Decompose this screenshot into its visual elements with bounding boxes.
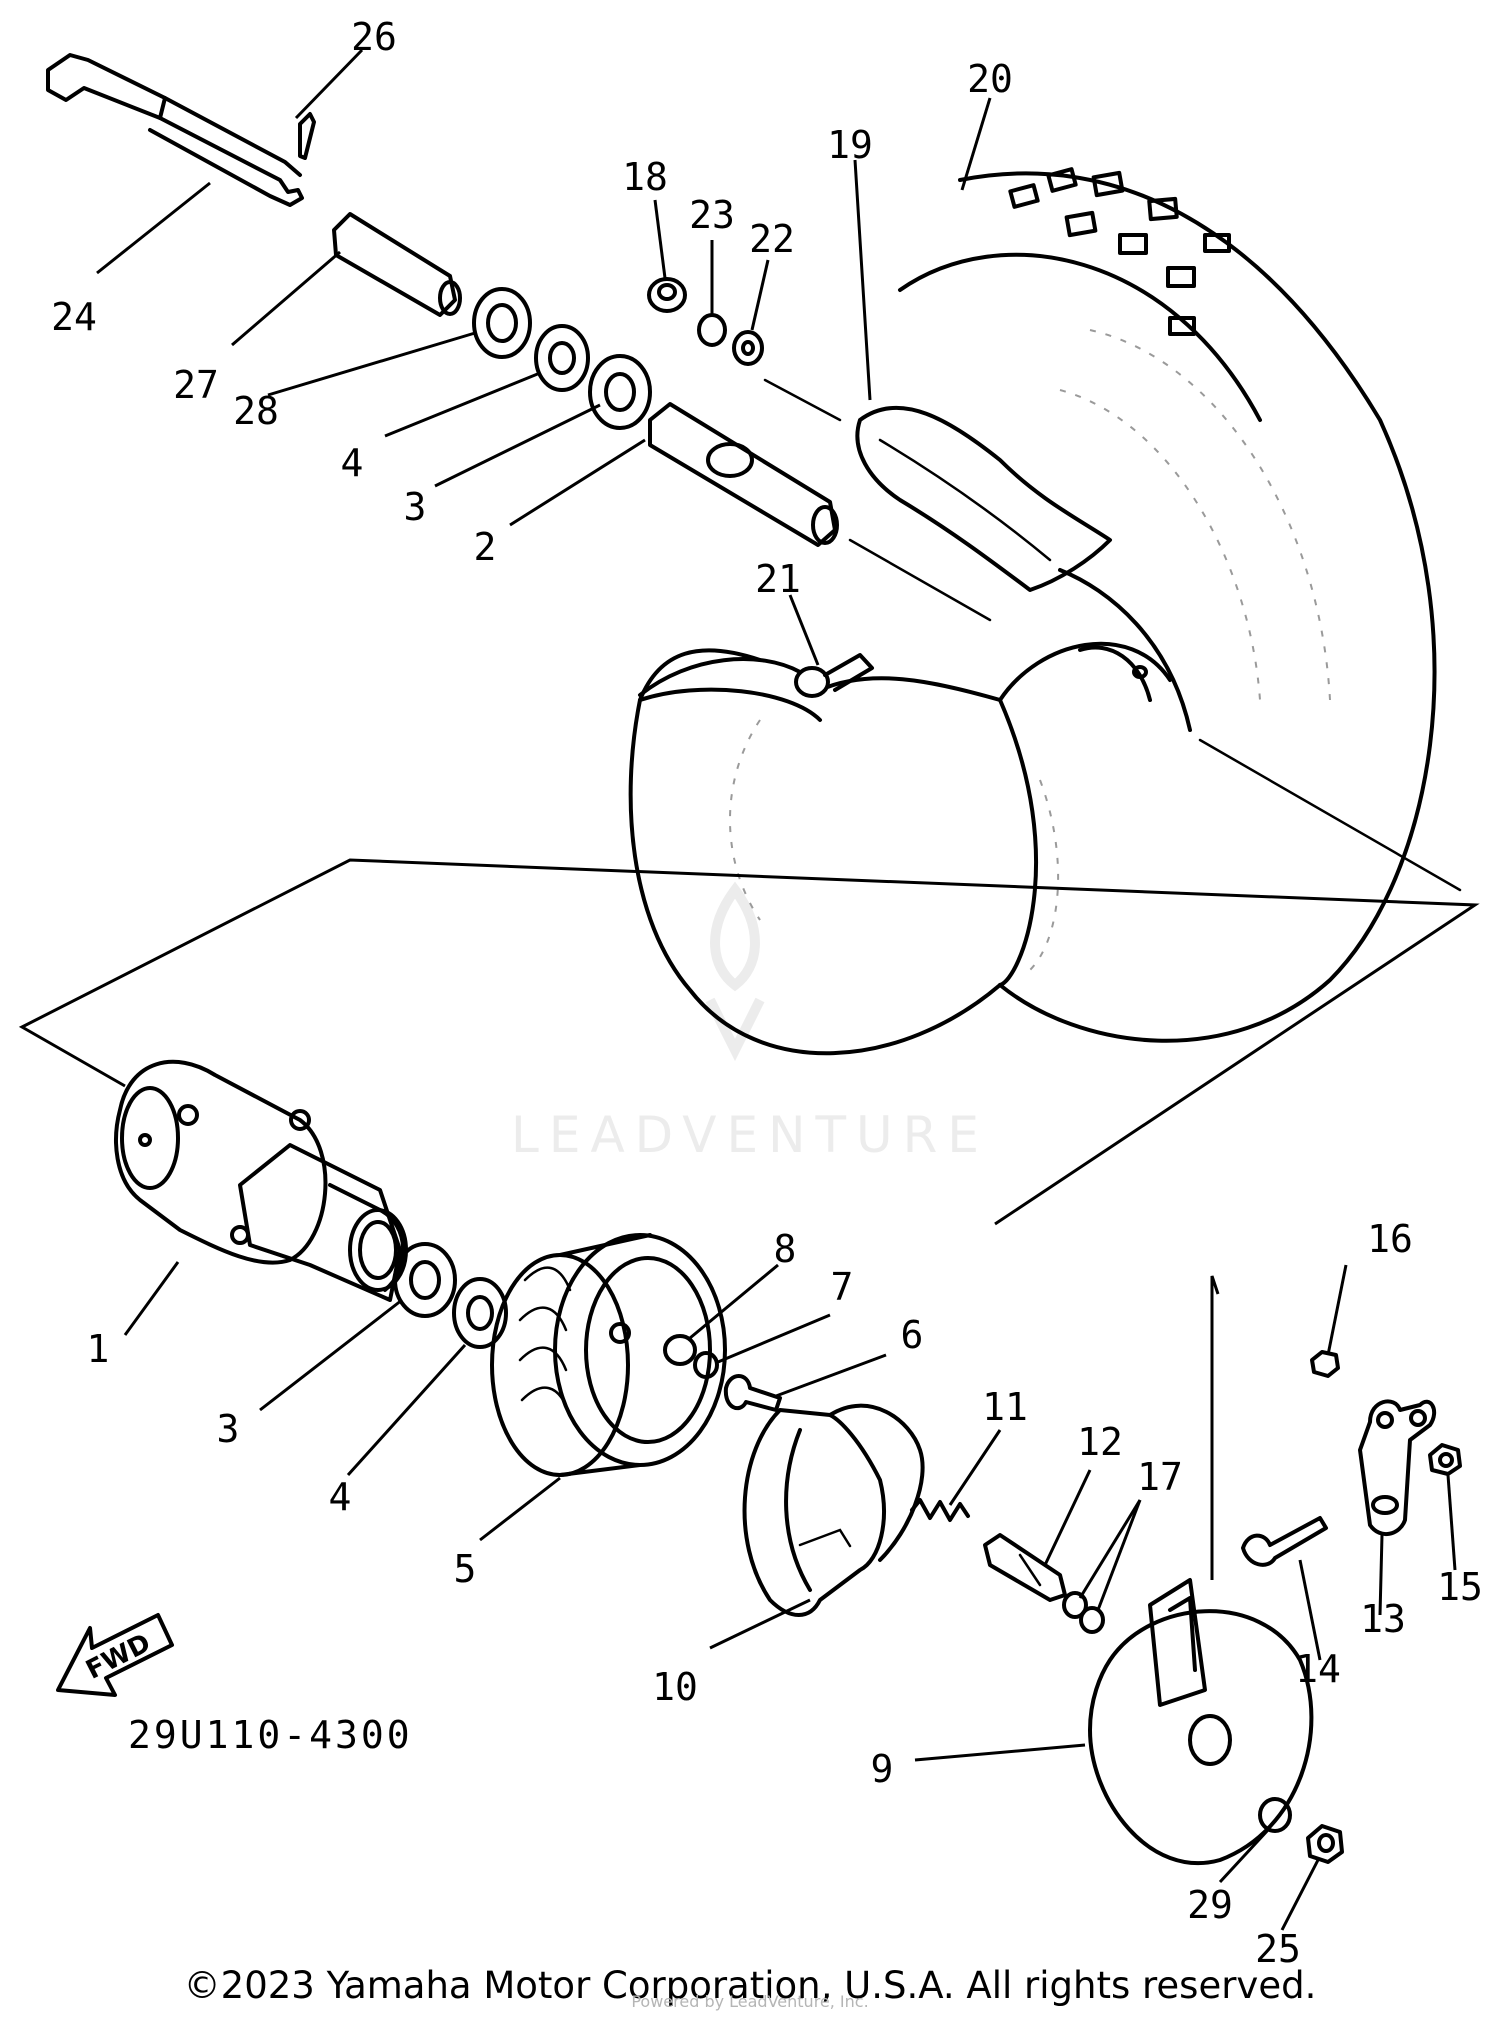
callout-23: 23	[689, 193, 735, 237]
copyright-notice: ©2023 Yamaha Motor Corporation, U.S.A. A…	[183, 1964, 1317, 2007]
watermark-text: LEADVENTURE	[511, 1106, 989, 1164]
powered-by-notice: Powered by LeadVenture, Inc.	[631, 1992, 869, 2011]
washer-8	[663, 1334, 697, 1366]
callout-5: 5	[454, 1547, 477, 1591]
callout-29: 29	[1187, 1883, 1233, 1927]
tire-inner-sidewall-edge	[1058, 568, 1192, 732]
collar	[332, 212, 462, 317]
axle	[46, 53, 304, 207]
washer-23	[697, 313, 727, 347]
callout-27: 27	[173, 363, 219, 407]
callout-8: 8	[774, 1227, 797, 1271]
callout-22: 22	[749, 217, 795, 261]
tire-assembly	[628, 167, 1437, 1056]
axle-centerline-right	[1198, 738, 1462, 892]
bolt-14	[1241, 1516, 1328, 1567]
watermark: LEADVENTURE	[511, 881, 989, 1164]
nut-16	[1310, 1350, 1340, 1378]
watermark-flame-icon	[705, 881, 765, 1062]
nut-25	[1306, 1824, 1344, 1864]
callout-18: 18	[622, 155, 668, 199]
fwd-arrow-icon: FWD	[56, 1613, 174, 1697]
bearing-upper-4	[534, 324, 590, 392]
callout-3-upper: 3	[404, 485, 427, 529]
callout-9: 9	[871, 1747, 894, 1791]
axle-centerline-mid	[848, 538, 992, 622]
callout-1: 1	[87, 1327, 110, 1371]
oil-seal-upper	[472, 287, 532, 359]
o-rings	[1062, 1591, 1105, 1634]
callout-12: 12	[1077, 1420, 1123, 1464]
cotter-pin	[298, 112, 316, 160]
callout-20: 20	[967, 57, 1013, 101]
assembly-bracket-left	[18, 858, 1480, 1226]
brake-shoe-plate	[1088, 1578, 1314, 1866]
callout-17: 17	[1137, 1455, 1183, 1499]
callout-11: 11	[982, 1385, 1028, 1429]
callout-25: 25	[1255, 1927, 1301, 1971]
callout-4-upper: 4	[341, 441, 364, 485]
callout-19: 19	[827, 123, 873, 167]
bearing-lower-3	[393, 1242, 457, 1318]
brake-cam	[983, 1533, 1067, 1602]
callout-labels: 26 20 19 18 23 22 24 27 28 4 3 2 21 16 8…	[51, 15, 1483, 1971]
inner-tube	[855, 405, 1112, 592]
drawing-number: 29U110-4300	[128, 1713, 413, 1757]
callout-13: 13	[1360, 1597, 1406, 1641]
spacer-tube	[648, 402, 839, 547]
tire-cutaway-lip	[638, 641, 1172, 702]
lock-washer-7	[693, 1351, 719, 1379]
tire-valve	[794, 653, 874, 698]
tire-sidewall-edge	[998, 698, 1039, 987]
tire-wall-curve	[638, 687, 822, 722]
cam-lever	[1358, 1399, 1437, 1536]
tire-inner-rim-arc	[898, 252, 1262, 422]
washer-22	[732, 330, 764, 366]
callout-16: 16	[1367, 1217, 1413, 1261]
callout-15: 15	[1437, 1565, 1483, 1609]
tire-sidewall-dash-4	[1029, 779, 1060, 971]
wheel-hub	[114, 1059, 408, 1302]
return-spring	[910, 1498, 970, 1522]
assembly-bracket-right	[1210, 1275, 1220, 1580]
callout-7: 7	[831, 1265, 854, 1309]
tire-outer-shell	[628, 171, 1437, 1056]
callout-3-lower: 3	[217, 1407, 240, 1451]
oil-seal-lower-4	[452, 1277, 508, 1349]
callout-6: 6	[901, 1313, 924, 1357]
callout-10: 10	[652, 1665, 698, 1709]
callout-28: 28	[233, 389, 279, 433]
brake-drum	[490, 1233, 727, 1477]
inner-tube-seam	[878, 438, 1052, 562]
callout-2: 2	[474, 525, 497, 569]
callout-26: 26	[351, 15, 397, 59]
callout-14: 14	[1295, 1647, 1341, 1691]
callout-21: 21	[755, 557, 801, 601]
rim-center-hole	[1078, 645, 1152, 702]
axle-centerline-upper	[763, 378, 842, 422]
nut-15	[1428, 1443, 1462, 1476]
callout-4-lower: 4	[329, 1475, 352, 1519]
tire-tread-pattern	[1008, 167, 1231, 336]
callout-24: 24	[51, 295, 97, 339]
bearing-upper-3	[588, 354, 652, 430]
washer-29	[1258, 1797, 1292, 1833]
nut-18	[647, 277, 687, 313]
bolt-6	[723, 1374, 782, 1412]
brake-shoes	[742, 1403, 925, 1617]
leader-lines	[96, 48, 1457, 1931]
tire-sidewall-dash-1	[1089, 329, 1331, 701]
